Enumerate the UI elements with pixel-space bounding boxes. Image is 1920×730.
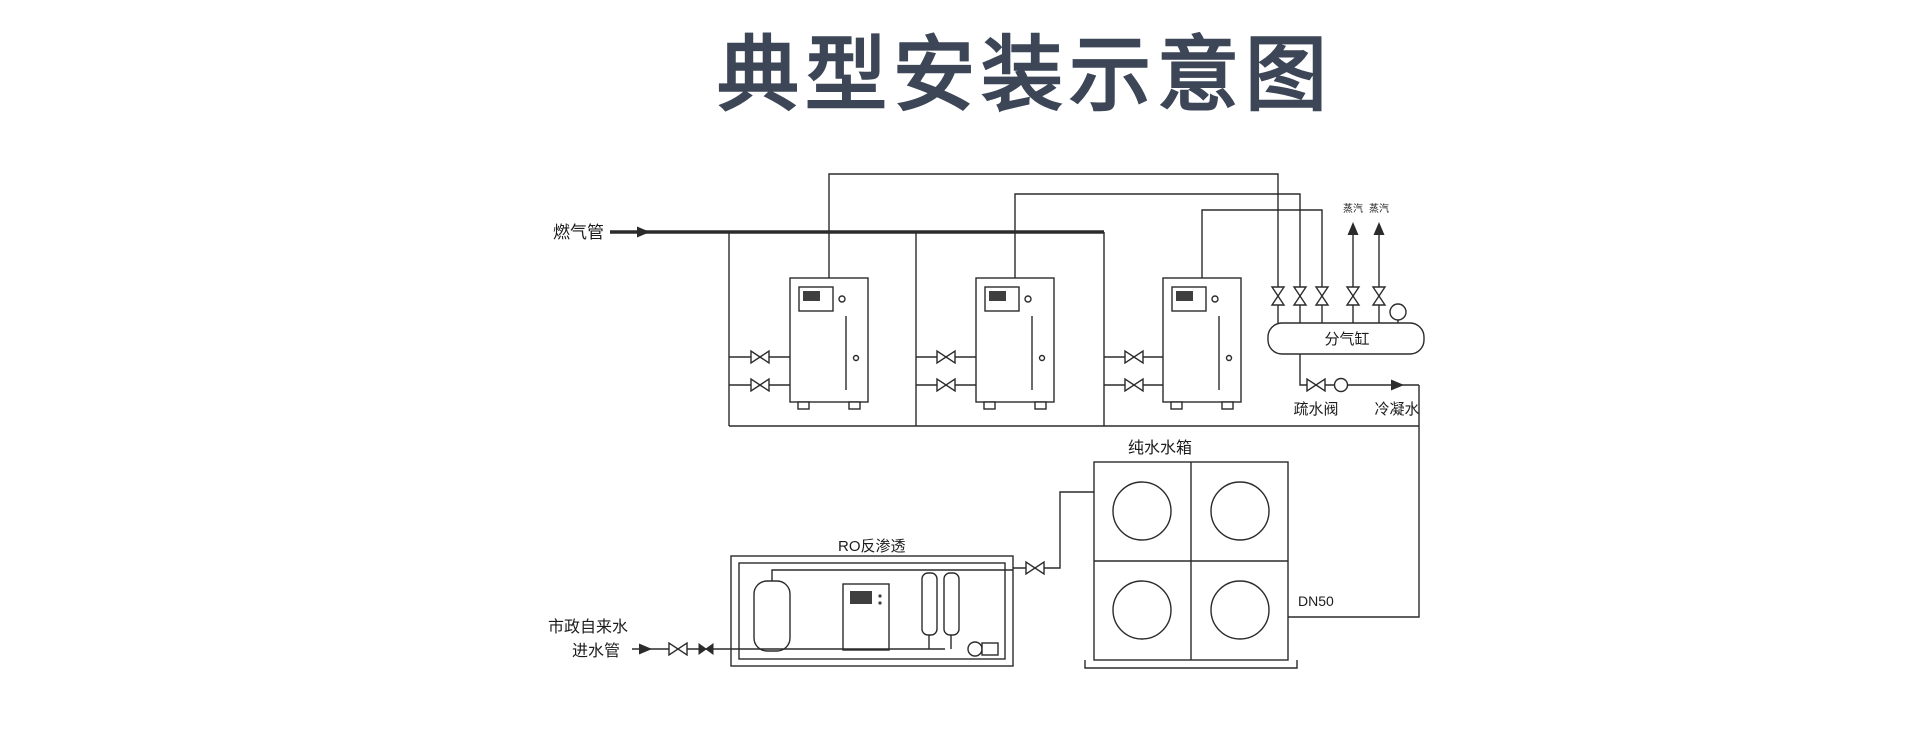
boiler-display bbox=[1176, 291, 1193, 301]
condensate-label: 冷凝水 bbox=[1374, 401, 1419, 418]
steam-trap-icon bbox=[1333, 377, 1349, 393]
valve-icon bbox=[1124, 378, 1144, 392]
valve-icon bbox=[936, 350, 956, 364]
ro-to-tank-line bbox=[1013, 491, 1094, 575]
steam-header: 蒸汽 蒸汽 分气缸 bbox=[1267, 202, 1425, 355]
tank-manhole bbox=[1112, 481, 1172, 541]
steam-outlet-stems bbox=[1352, 224, 1380, 323]
valve-icon bbox=[1315, 286, 1329, 306]
tank-manhole bbox=[1210, 580, 1270, 640]
valve-icon bbox=[1025, 561, 1045, 575]
ro-button bbox=[878, 594, 882, 598]
gas-pipe-label: 燃气管 bbox=[553, 223, 604, 242]
valve-icon bbox=[1372, 286, 1386, 306]
valve-icon bbox=[750, 378, 770, 392]
pure-water-tank: 纯水水箱 bbox=[1084, 439, 1298, 669]
tank-riser-pipe bbox=[1288, 385, 1420, 618]
feed-water-loop: DN50 bbox=[729, 385, 1420, 618]
boiler-button bbox=[1024, 295, 1032, 303]
inlet-pipe-label: 进水管 bbox=[572, 642, 620, 660]
valve-icon bbox=[1293, 286, 1307, 306]
steam-header-label: 分气缸 bbox=[1324, 330, 1369, 348]
valve-icon bbox=[936, 378, 956, 392]
steam-outlet-label: 蒸汽 bbox=[1369, 202, 1389, 215]
boiler-foot bbox=[848, 401, 861, 410]
tank-manhole bbox=[1112, 580, 1172, 640]
strainer-icon bbox=[698, 643, 714, 655]
valve-icon bbox=[1271, 286, 1285, 306]
ro-button bbox=[878, 601, 882, 605]
boiler-unit-3 bbox=[1104, 277, 1242, 410]
boiler3-steam-line bbox=[1201, 209, 1323, 323]
ro-display bbox=[850, 591, 872, 604]
steam-lines bbox=[828, 173, 1329, 323]
steam-header-cylinder bbox=[1267, 322, 1425, 355]
boiler-inlet-stubs bbox=[916, 356, 976, 386]
boiler-foot bbox=[983, 401, 996, 410]
boiler-foot bbox=[1170, 401, 1183, 410]
boiler-foot bbox=[1034, 401, 1047, 410]
ro-membrane-drops bbox=[928, 635, 952, 649]
boiler-door-knob bbox=[852, 354, 860, 362]
steam-trap-label: 疏水阀 bbox=[1293, 401, 1338, 418]
pure-water-tank-label: 纯水水箱 bbox=[1128, 439, 1192, 457]
boiler-unit-2 bbox=[916, 277, 1055, 410]
boiler-door-knob bbox=[1038, 354, 1046, 362]
boiler-inlet-stubs bbox=[1104, 356, 1163, 386]
boiler-button bbox=[838, 295, 846, 303]
municipal-inlet: 市政自来水 进水管 bbox=[548, 618, 945, 660]
boiler-door-knob bbox=[1225, 354, 1233, 362]
boiler2-steam-line bbox=[1014, 193, 1301, 323]
pressure-gauge-icon bbox=[1389, 303, 1407, 321]
steam-outlet-label: 蒸汽 bbox=[1343, 202, 1363, 215]
flow-arrow-icon bbox=[637, 226, 650, 238]
page-title: 典型安装示意图 bbox=[716, 30, 1334, 121]
flow-arrow-icon bbox=[1391, 379, 1404, 391]
tank-panel-seams bbox=[1094, 462, 1288, 660]
ro-unit: RO反渗透 bbox=[730, 538, 1014, 667]
ro-unit-label: RO反渗透 bbox=[838, 538, 906, 555]
boiler-inlet-stubs bbox=[729, 356, 790, 386]
boiler-display bbox=[803, 291, 820, 301]
tank-base bbox=[1084, 660, 1298, 669]
ro-membrane-vessel bbox=[921, 572, 938, 636]
pipe-size-label: DN50 bbox=[1298, 593, 1334, 609]
valve-icon bbox=[1124, 350, 1144, 364]
boiler-foot bbox=[1221, 401, 1234, 410]
valve-icon bbox=[1346, 286, 1360, 306]
ro-filter-tank bbox=[753, 580, 791, 652]
ro-manifold-pipe bbox=[771, 569, 1013, 581]
ro-membrane-vessel bbox=[943, 572, 960, 636]
ro-pump-icon bbox=[967, 641, 983, 657]
trap-pipe bbox=[1299, 354, 1419, 386]
boiler-unit-1 bbox=[729, 277, 869, 410]
boiler-button bbox=[1211, 295, 1219, 303]
boiler1-steam-line bbox=[828, 173, 1279, 323]
gas-supply-line: 燃气管 bbox=[553, 223, 1105, 426]
valve-icon bbox=[750, 350, 770, 364]
valve-icon bbox=[1306, 378, 1326, 392]
flow-arrow-icon bbox=[639, 643, 652, 655]
valve-icon bbox=[668, 642, 688, 656]
boiler-display bbox=[989, 291, 1006, 301]
flow-arrow-icon bbox=[1373, 222, 1385, 235]
flow-arrow-icon bbox=[1347, 222, 1359, 235]
municipal-water-label: 市政自来水 bbox=[548, 618, 628, 636]
ro-pump-motor bbox=[981, 642, 999, 656]
tank-manhole bbox=[1210, 481, 1270, 541]
permeate-pipe bbox=[1013, 491, 1094, 569]
condensate-line: 疏水阀 冷凝水 bbox=[1293, 354, 1420, 418]
boiler-foot bbox=[797, 401, 810, 410]
